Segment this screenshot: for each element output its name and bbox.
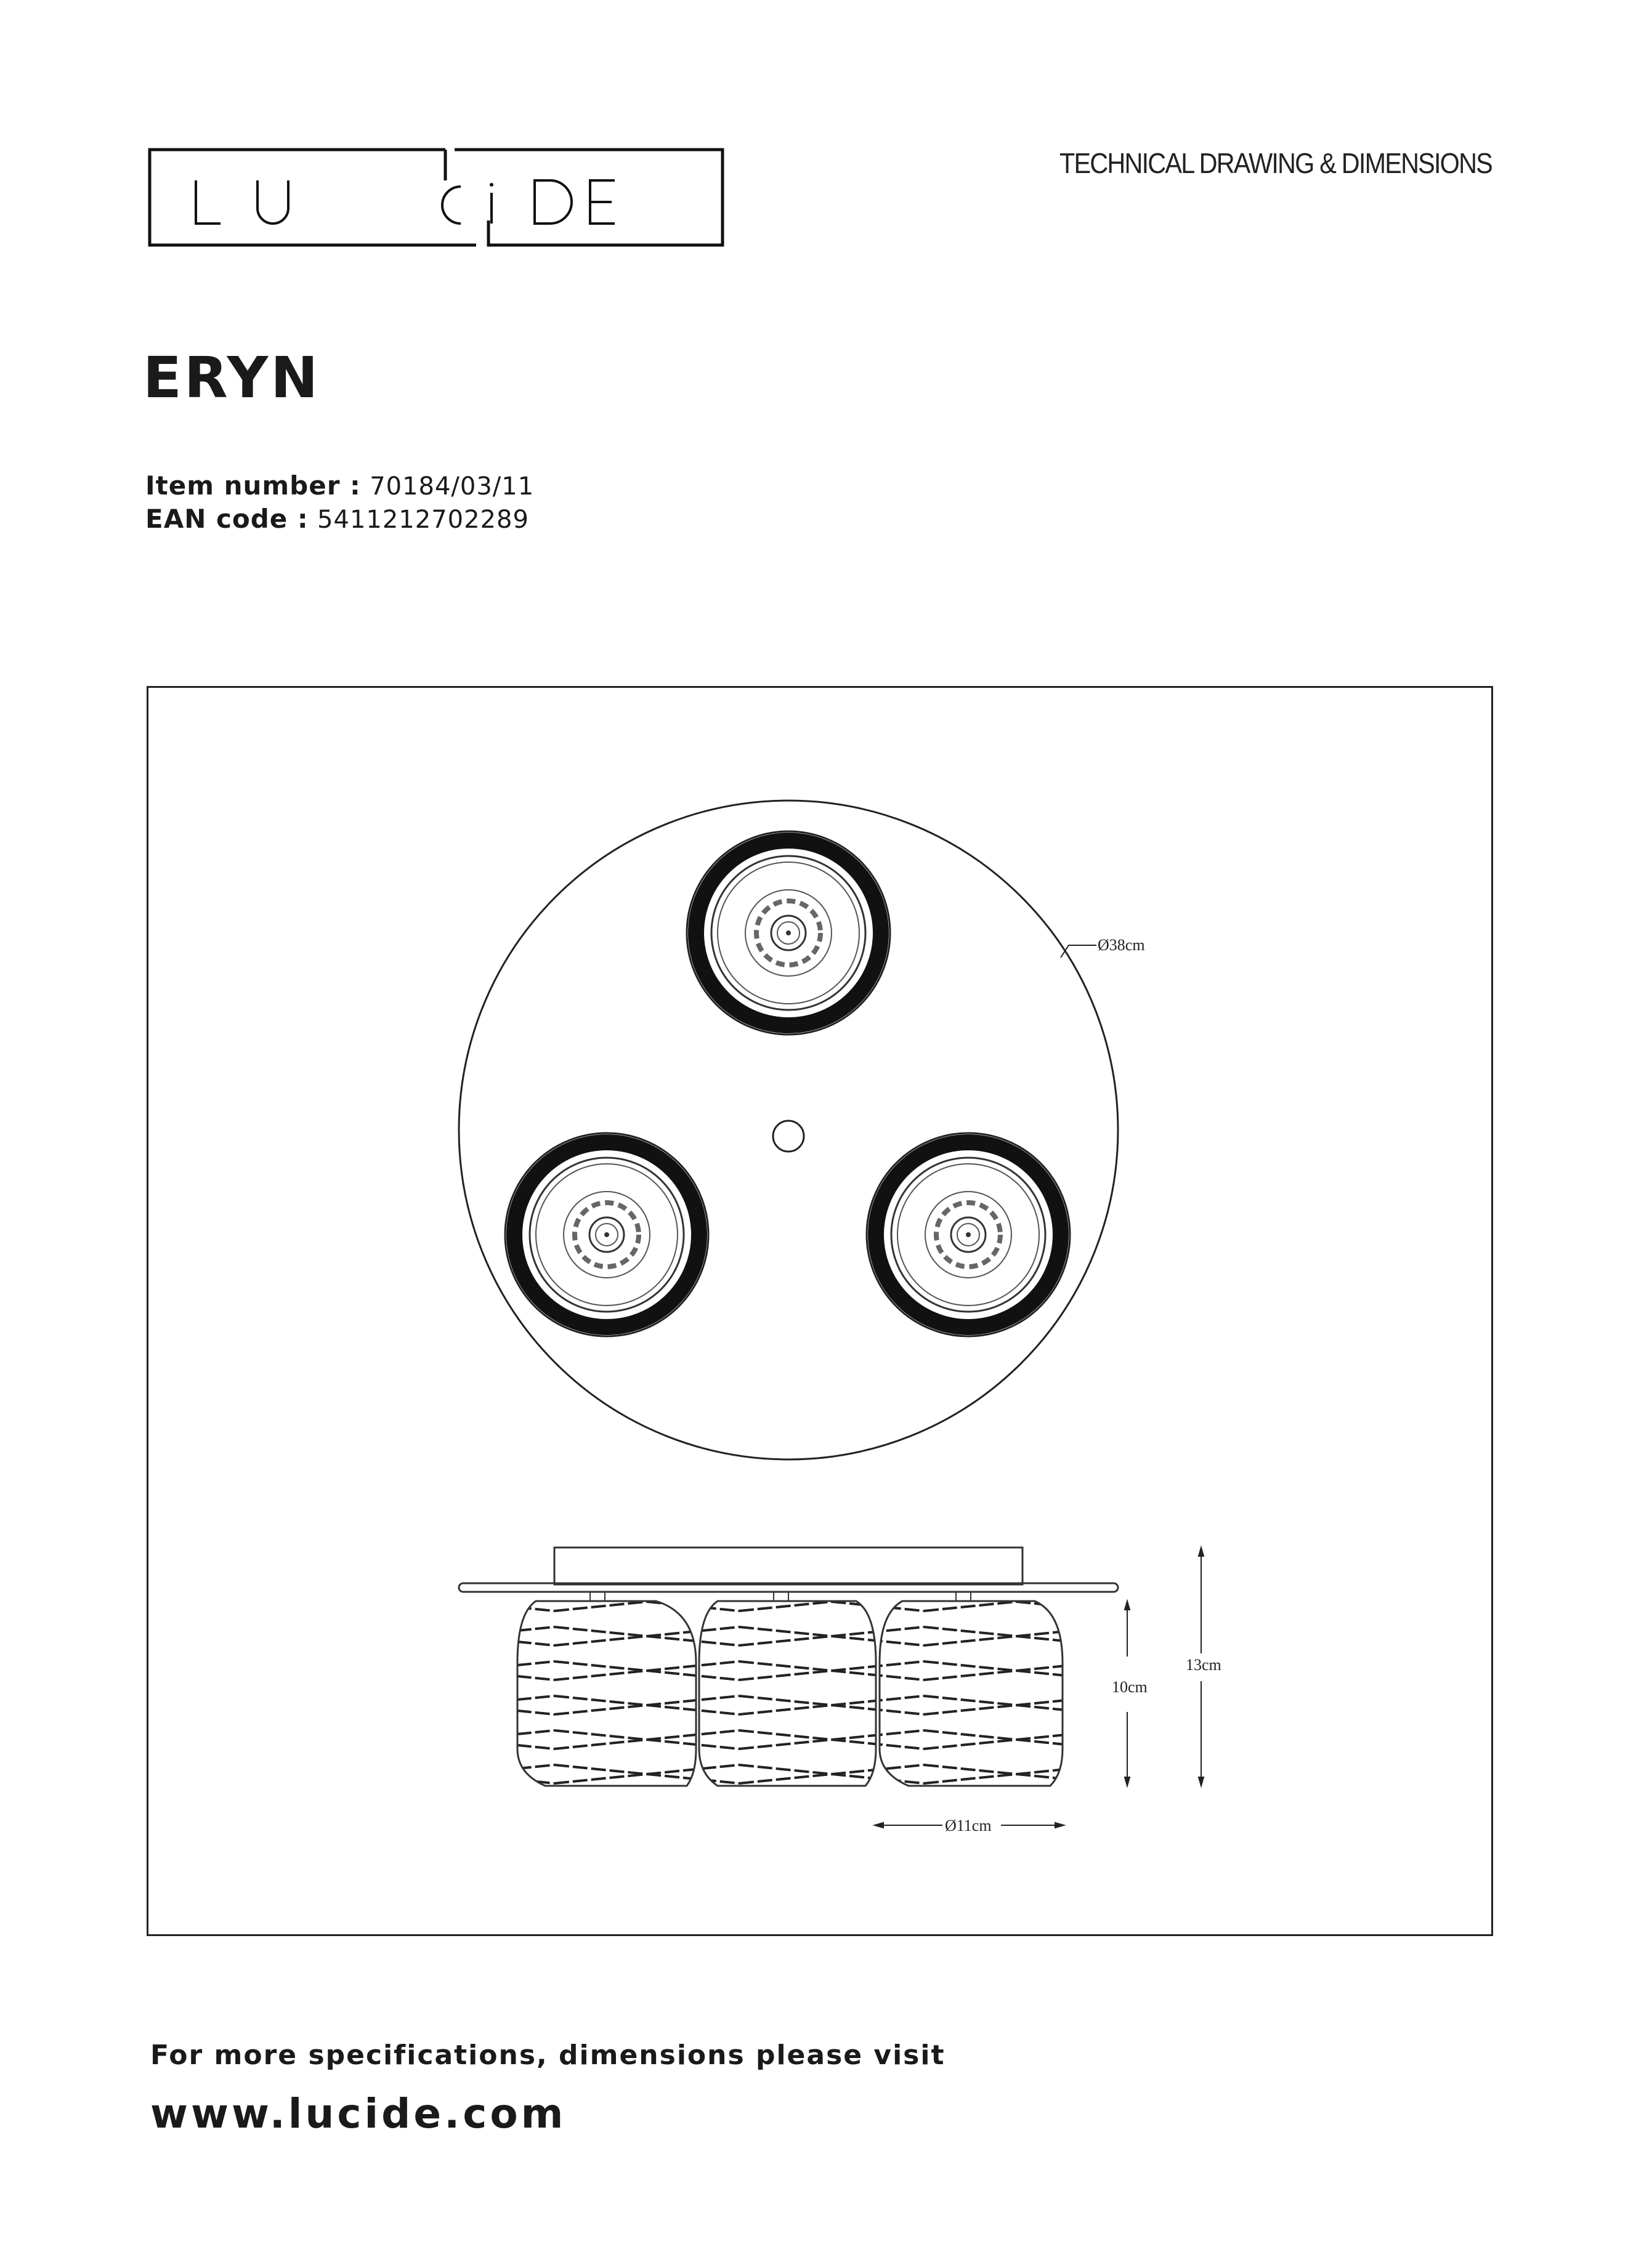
shade-height-label: 10cm — [1112, 1678, 1148, 1696]
spot-top — [687, 831, 890, 1035]
diameter-label: Ø38cm — [1098, 936, 1145, 954]
shade-right — [878, 1600, 1064, 1787]
center-screw — [772, 1120, 805, 1153]
canopy-top-view — [458, 799, 1119, 1461]
drawing-frame — [147, 686, 1493, 1936]
spot-left — [505, 1133, 708, 1336]
ean-label: EAN code : — [145, 504, 309, 534]
shade-left — [516, 1600, 697, 1787]
item-number-value: 70184/03/11 — [370, 472, 535, 501]
shades — [516, 1600, 1064, 1787]
item-number-row: Item number : 70184/03/11 — [145, 470, 534, 501]
total-height-label: 13cm — [1186, 1656, 1221, 1674]
product-name: ERYN — [143, 345, 321, 411]
lucide-logo — [148, 148, 724, 247]
canopy-side — [553, 1546, 1024, 1586]
shade-middle — [698, 1600, 877, 1787]
ean-row: EAN code : 5411212702289 — [145, 504, 529, 534]
shade-diameter-label: Ø11cm — [945, 1817, 992, 1834]
document-type-heading: TECHNICAL DRAWING & DIMENSIONS — [1059, 147, 1493, 179]
footer-note: For more specifications, dimensions plea… — [150, 2040, 946, 2071]
item-number-label: Item number : — [145, 470, 361, 501]
website-link[interactable]: www.lucide.com — [150, 2090, 567, 2137]
ean-value: 5411212702289 — [317, 506, 529, 534]
spot-right — [867, 1133, 1070, 1336]
